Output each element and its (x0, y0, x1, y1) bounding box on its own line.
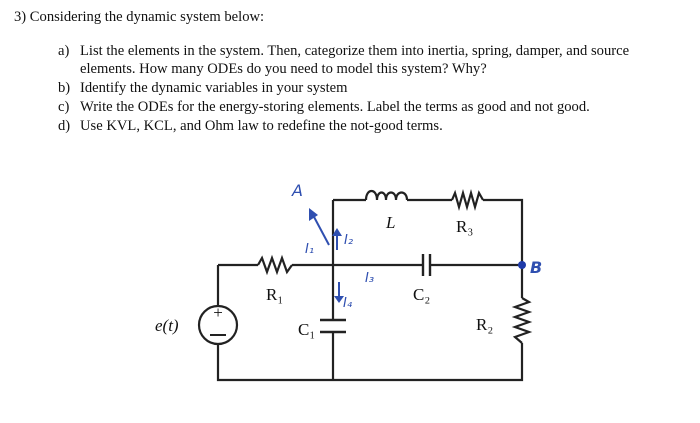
item-label: a) (58, 43, 70, 59)
current-i3-label: I₃ (365, 271, 374, 286)
node-a-label: A (291, 181, 303, 200)
source-label: e(t) (155, 316, 179, 335)
voltage-source: + (197, 303, 239, 346)
item-label: d) (58, 118, 71, 134)
circuit-wires (216, 198, 524, 382)
item-line: Write the ODEs for the energy-storing el… (80, 99, 590, 115)
current-i1-label: I₁ (305, 242, 314, 257)
item-line: elements. How many ODEs do you need to m… (80, 61, 487, 77)
node-b-dot (518, 261, 526, 269)
current-arrow-i1 (309, 208, 330, 246)
capacitor-c1 (320, 318, 346, 334)
capacitor-c2-label: C₂ (413, 285, 430, 304)
resistor-r1-label: R₁ (266, 285, 283, 304)
resistor-r3 (450, 188, 484, 212)
resistor-r2 (511, 297, 533, 344)
resistor-r1 (257, 254, 293, 276)
node-b-label: B (530, 258, 542, 277)
item-label: c) (58, 99, 70, 115)
item-line: Use KVL, KCL, and Ohm law to redefine th… (80, 118, 443, 134)
current-arrow-i2 (332, 228, 342, 250)
inductor-l (364, 189, 409, 201)
current-i4-label: I₄ (343, 296, 353, 311)
capacitor-c1-label: C₁ (298, 320, 315, 339)
item-label: b) (58, 80, 71, 96)
current-arrow-i4 (334, 282, 344, 303)
inductor-label: L (385, 213, 395, 232)
capacitor-c2 (421, 254, 432, 276)
current-i2-label: I₂ (344, 233, 353, 248)
source-polarity: + (213, 303, 223, 322)
item-line: List the elements in the system. Then, c… (80, 43, 630, 59)
question-title: 3) Considering the dynamic system below: (14, 9, 265, 25)
resistor-r2-label: R₂ (476, 315, 493, 334)
resistor-r3-label: R₃ (456, 217, 473, 236)
item-line: Identify the dynamic variables in your s… (80, 80, 348, 96)
